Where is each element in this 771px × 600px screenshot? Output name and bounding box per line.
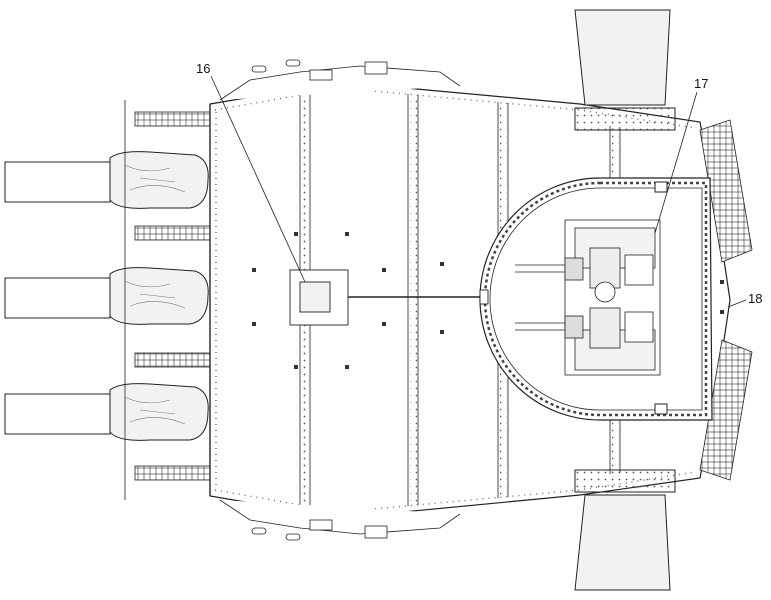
exhaust-pipe-bottom [4,383,209,441]
leader-18 [727,299,747,308]
exhaust-pipe-top [4,151,209,209]
leader-17 [654,91,698,234]
callout-18: 18 [748,291,762,306]
fins [574,9,676,591]
leader-16 [210,75,306,283]
centre-hatch [289,269,489,326]
edge-fittings [219,59,461,541]
exhaust-pipes [4,151,209,441]
deck-bolts [252,232,724,369]
leader-lines [210,75,747,308]
right-side-panels [699,119,753,481]
twin-gun-mount [515,219,661,376]
callout-16: 16 [196,61,210,76]
callout-17: 17 [694,76,708,91]
exhaust-pipe-middle [4,267,209,325]
